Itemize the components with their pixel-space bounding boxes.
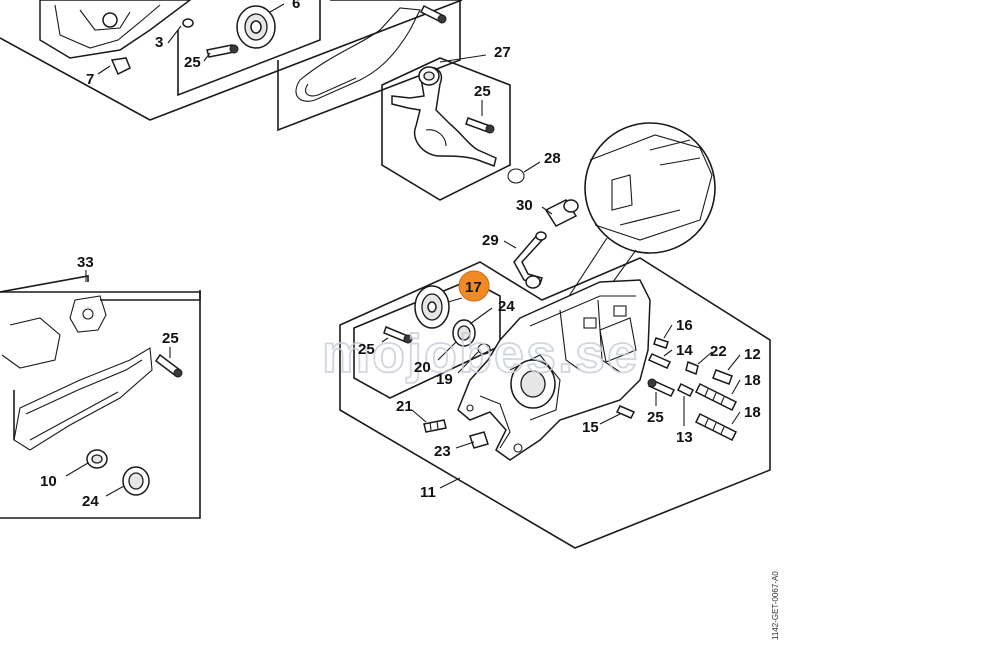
callout-label-25[interactable]: 25: [162, 330, 179, 347]
callout-label-28[interactable]: 28: [544, 150, 561, 167]
callout-label-25[interactable]: 25: [647, 409, 664, 426]
sleeve-12: [712, 369, 733, 385]
fitting-30: [544, 199, 579, 227]
panel-top-left: [0, 0, 463, 121]
small-part-3: [182, 18, 194, 28]
callout-label-16[interactable]: 16: [676, 317, 693, 334]
callout-label-24[interactable]: 24: [498, 298, 515, 315]
callout-label-24[interactable]: 24: [82, 493, 99, 510]
screw-25-main: [647, 378, 676, 397]
bearing-6-panel: [177, 0, 321, 97]
callout-label-22[interactable]: 22: [710, 343, 727, 360]
highlight-badge-17[interactable]: [458, 270, 490, 302]
stud-21: [423, 419, 447, 433]
callout-label-19[interactable]: 19: [436, 371, 453, 388]
callout-label-25[interactable]: 25: [358, 341, 375, 358]
callout-label-13[interactable]: 13: [676, 429, 693, 446]
callout-label-14[interactable]: 14: [676, 342, 693, 359]
stud-13: [676, 382, 695, 398]
pin-15: [615, 405, 636, 419]
oil-line-29: [513, 231, 547, 289]
callout-label-10[interactable]: 10: [40, 473, 57, 490]
stud-14: [647, 353, 672, 369]
pin-16: [653, 337, 669, 349]
plug-7: [110, 57, 131, 76]
drawing-reference-code: 1142-GET-0067-A0: [771, 571, 780, 640]
callout-label-25[interactable]: 25: [474, 83, 491, 100]
plug-23: [469, 431, 489, 449]
callout-label-25[interactable]: 25: [184, 54, 201, 71]
callout-label-3[interactable]: 3: [155, 34, 163, 51]
callout-label-21[interactable]: 21: [396, 398, 413, 415]
callout-label-12[interactable]: 12: [744, 346, 761, 363]
callout-label-27[interactable]: 27: [494, 44, 511, 61]
callout-label-18[interactable]: 18: [744, 372, 761, 389]
watermark-text: mojobes.se: [322, 324, 639, 384]
callout-label-17[interactable]: 17: [465, 279, 482, 296]
stud-top-right: [419, 4, 447, 24]
callout-label-30[interactable]: 30: [516, 197, 533, 214]
callout-label-33[interactable]: 33: [77, 254, 94, 271]
callout-label-23[interactable]: 23: [434, 443, 451, 460]
gasket-panel-left: [0, 275, 201, 519]
callout-label-18[interactable]: 18: [744, 404, 761, 421]
circlip-28: [507, 168, 525, 184]
detail-zoom-circle: [559, 122, 716, 311]
callout-label-20[interactable]: 20: [414, 359, 431, 376]
gasket-panel-top: [277, 0, 461, 132]
callout-label-29[interactable]: 29: [482, 232, 499, 249]
callout-label-15[interactable]: 15: [582, 419, 599, 436]
callout-label-11[interactable]: 11: [420, 484, 436, 501]
crankshaft-panel: [381, 57, 511, 201]
leader-lines: [65, 3, 741, 497]
callout-label-6[interactable]: 6: [292, 0, 300, 12]
sleeve-22: [685, 360, 699, 376]
callout-label-7[interactable]: 7: [86, 71, 94, 88]
stud-18-lower: [694, 412, 738, 442]
stud-18-upper: [694, 382, 738, 412]
